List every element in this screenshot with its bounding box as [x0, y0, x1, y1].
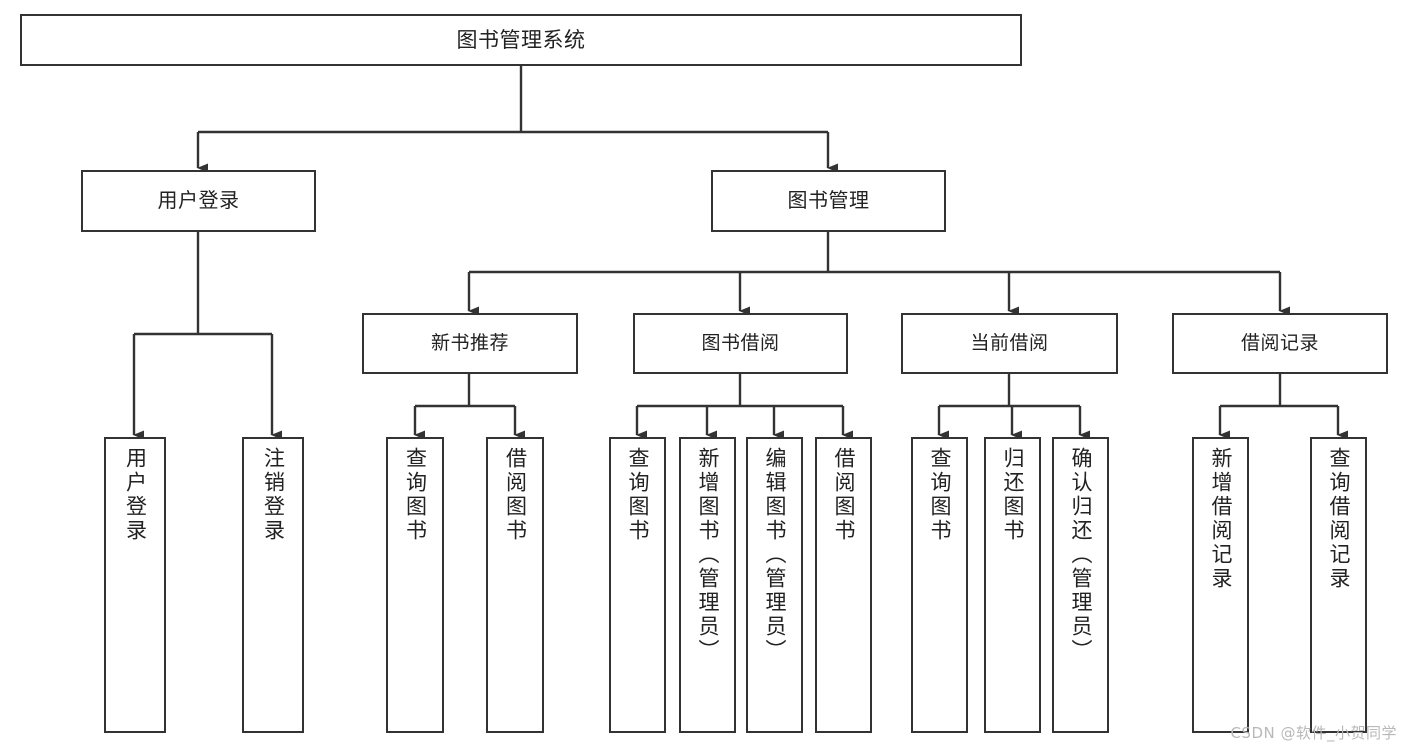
node-label: 查询借阅记录 — [1327, 447, 1351, 591]
node-label: 新书推荐 — [430, 332, 509, 355]
node-label: 用户登录 — [123, 447, 148, 543]
node-label: 图书管理系统 — [456, 27, 586, 52]
node-label: 归还图书 — [1001, 447, 1025, 543]
node-borrow-record[interactable]: 借阅记录 — [1172, 313, 1388, 374]
node-root[interactable]: 图书管理系统 — [20, 14, 1022, 66]
node-label: 用户登录 — [157, 188, 240, 213]
node-label: 查询图书 — [928, 447, 952, 543]
node-label: 确认归还（管理员） — [1069, 447, 1093, 663]
node-label: 新增图书（管理员） — [696, 447, 720, 663]
node-label: 借阅记录 — [1240, 332, 1319, 355]
node-leaf-add-book-admin[interactable]: 新增图书（管理员） — [679, 437, 736, 733]
node-leaf-borrow-book[interactable]: 借阅图书 — [815, 437, 872, 733]
node-label: 当前借阅 — [970, 332, 1049, 355]
node-label: 图书借阅 — [701, 332, 780, 355]
node-label: 新增借阅记录 — [1209, 447, 1233, 591]
node-book-borrow[interactable]: 图书借阅 — [633, 313, 848, 374]
node-leaf-query-borrow-record[interactable]: 查询借阅记录 — [1310, 437, 1367, 733]
node-label: 注销登录 — [261, 447, 286, 543]
node-label: 查询图书 — [403, 447, 428, 543]
node-leaf-return-book[interactable]: 归还图书 — [984, 437, 1041, 733]
node-leaf-query-book-borrow[interactable]: 查询图书 — [609, 437, 666, 733]
node-leaf-add-borrow-record[interactable]: 新增借阅记录 — [1192, 437, 1249, 733]
node-leaf-query-book-new[interactable]: 查询图书 — [386, 437, 444, 733]
node-book-management[interactable]: 图书管理 — [711, 170, 946, 232]
node-leaf-borrow-book-new[interactable]: 借阅图书 — [486, 437, 544, 733]
node-label: 查询图书 — [626, 447, 650, 543]
node-label: 编辑图书（管理员） — [763, 447, 787, 663]
node-label: 借阅图书 — [832, 447, 856, 543]
node-leaf-query-book-current[interactable]: 查询图书 — [911, 437, 968, 733]
node-label: 借阅图书 — [503, 447, 528, 543]
node-label: 图书管理 — [787, 188, 870, 213]
node-leaf-edit-book-admin[interactable]: 编辑图书（管理员） — [746, 437, 803, 733]
node-new-book-recommend[interactable]: 新书推荐 — [362, 313, 578, 374]
node-current-borrow[interactable]: 当前借阅 — [901, 313, 1118, 374]
node-user-login[interactable]: 用户登录 — [81, 170, 316, 232]
node-leaf-confirm-return-admin[interactable]: 确认归还（管理员） — [1052, 437, 1109, 733]
node-leaf-user-logout[interactable]: 注销登录 — [242, 437, 304, 733]
node-leaf-user-login[interactable]: 用户登录 — [104, 437, 166, 733]
